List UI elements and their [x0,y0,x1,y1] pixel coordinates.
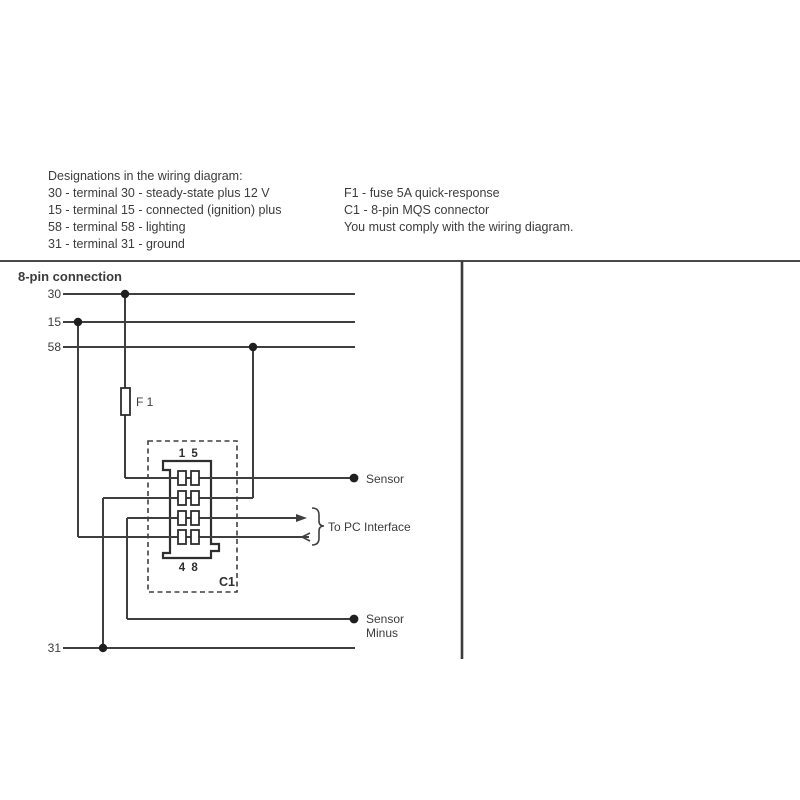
legend-item-f1: F1 - fuse 5A quick-response [344,186,500,200]
sensor-minus-label-line1: Sensor [366,612,404,626]
pin-7 [190,510,200,526]
arrow-from-pc-icon [300,532,311,542]
arrow-to-pc-icon [296,514,307,522]
pin-8 [190,529,200,545]
connector-pins [177,470,200,545]
dashed-boundary-c1 [147,440,238,593]
legend-left-column: Designations in the wiring diagram: 30 -… [48,168,281,253]
legend-item-31: 31 - terminal 31 - ground [48,237,185,251]
terminal-label-58: 58 [48,340,62,354]
sensor-minus-label-line2: Minus [366,626,398,640]
section-title: 8-pin connection [18,269,122,284]
sensor-terminal-dot [349,473,359,483]
pin-numbers-top: 1 5 [179,448,200,460]
junction-dot-15 [73,317,83,327]
sensor-label: Sensor [366,472,404,486]
legend-item-15: 15 - terminal 15 - connected (ignition) … [48,203,282,217]
terminal-label-15: 15 [48,315,62,329]
legend-right-column: F1 - fuse 5A quick-response C1 - 8-pin M… [344,185,574,236]
legend-title: Designations in the wiring diagram: [48,169,243,183]
pin-4 [177,529,187,545]
sensor-minus-terminal-dot [349,614,359,624]
pin-5 [190,470,200,486]
junction-dot-30 [120,289,130,299]
terminal-label-30: 30 [48,287,62,301]
legend-item-30: 30 - terminal 30 - steady-state plus 12 … [48,186,270,200]
fuse-label: F 1 [136,395,154,409]
junction-dot-31 [98,643,108,653]
fuse-f1 [120,387,131,416]
pc-interface-label: To PC Interface [328,520,411,534]
legend-note: You must comply with the wiring diagram. [344,220,574,234]
legend-item-c1: C1 - 8-pin MQS connector [344,203,490,217]
connector-c1-body [161,459,221,560]
brace-icon [311,507,325,546]
terminal-label-31: 31 [48,641,62,655]
pin-2 [177,490,187,506]
connector-name-label: C1 [219,575,235,589]
pin-6 [190,490,200,506]
legend-item-58: 58 - terminal 58 - lighting [48,220,186,234]
pin-3 [177,510,187,526]
pin-1 [177,470,187,486]
junction-dot-58 [248,342,258,352]
pin-numbers-bottom: 4 8 [179,562,200,574]
